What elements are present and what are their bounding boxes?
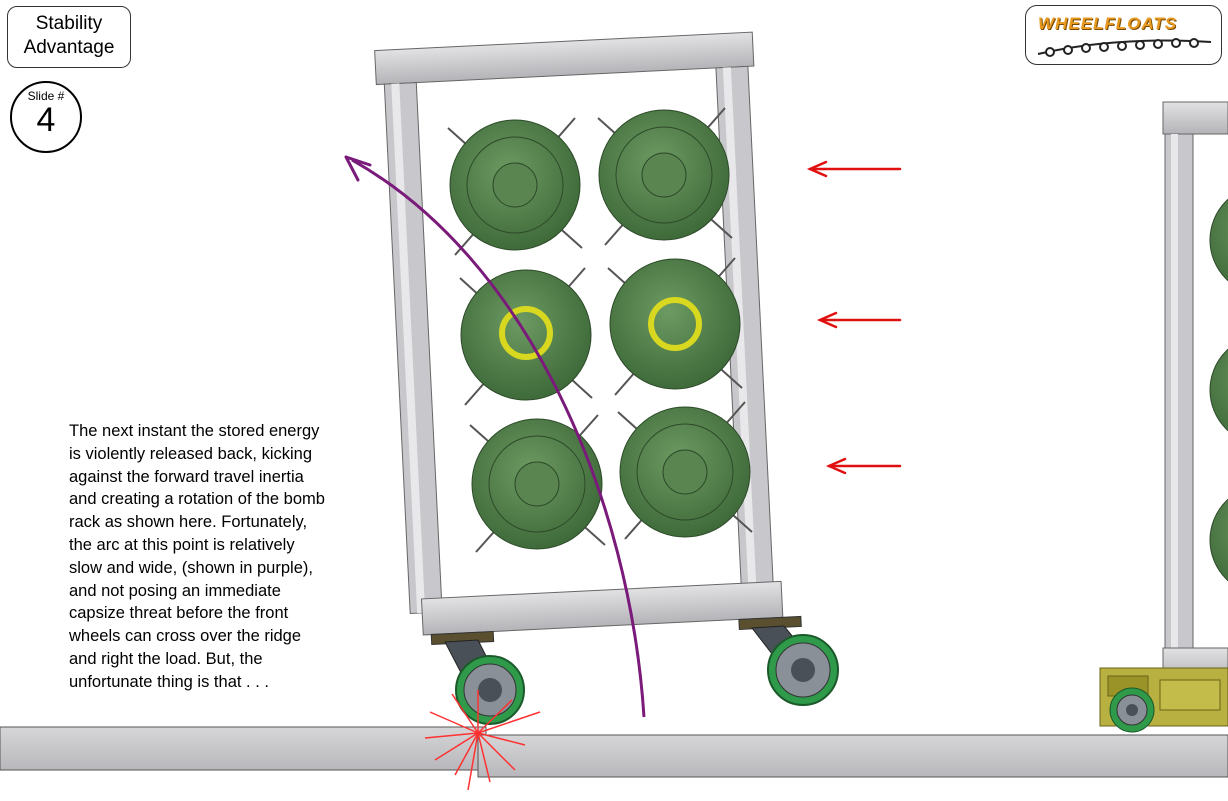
force-arrow-icon bbox=[806, 160, 902, 178]
bomb bbox=[597, 107, 733, 246]
rear-caster bbox=[444, 639, 525, 725]
force-arrow-icon bbox=[825, 457, 902, 475]
bomb bbox=[617, 401, 753, 540]
caption-line: The next instant the stored energy bbox=[69, 422, 320, 440]
title-line-1: Stability bbox=[35, 13, 103, 34]
impact-burst-icon bbox=[424, 690, 541, 791]
caption-line: the arc at this point is relatively bbox=[69, 535, 295, 554]
caption-text: The next instant the stored energy is vi… bbox=[69, 420, 369, 694]
caption-line: wheels can cross over the ridge bbox=[69, 627, 302, 646]
caption-line: is violently released back, kicking bbox=[69, 444, 313, 463]
caption-line: and right the load. But, the bbox=[69, 649, 263, 668]
front-caster bbox=[751, 625, 839, 706]
bomb bbox=[469, 414, 606, 553]
caption-line: slow and wide, (shown in purple), bbox=[69, 558, 313, 577]
second-rack-partial bbox=[1099, 101, 1228, 733]
bomb bbox=[607, 257, 743, 396]
wheelfloats-logo: WHEELFLOATS bbox=[1025, 5, 1222, 65]
slide-label: Slide # bbox=[27, 89, 65, 103]
logo-text: WHEELFLOATS bbox=[1038, 14, 1178, 33]
slide-number: 4 bbox=[36, 101, 56, 139]
bombs bbox=[447, 107, 753, 553]
caption-line: rack as shown here. Fortunately, bbox=[69, 513, 308, 532]
rotation-arc-icon bbox=[344, 155, 646, 718]
caption-line: capsize threat before the front bbox=[69, 604, 289, 623]
caption-line: unfortunate thing is that . . . bbox=[69, 672, 269, 691]
caption-line: against the forward travel inertia bbox=[69, 467, 304, 486]
force-arrow-icon bbox=[816, 311, 902, 329]
title-line-2: Advantage bbox=[23, 37, 115, 58]
title-box: Stability Advantage bbox=[7, 6, 131, 68]
force-arrows bbox=[806, 160, 902, 475]
bomb bbox=[447, 117, 583, 256]
slide-number-badge: Slide # 4 bbox=[10, 81, 82, 153]
caption-line: and not posing an immediate bbox=[69, 581, 281, 600]
logo-wheels-icon bbox=[1037, 38, 1212, 57]
floor bbox=[0, 726, 1228, 778]
caption-line: and creating a rotation of the bomb bbox=[69, 490, 325, 509]
